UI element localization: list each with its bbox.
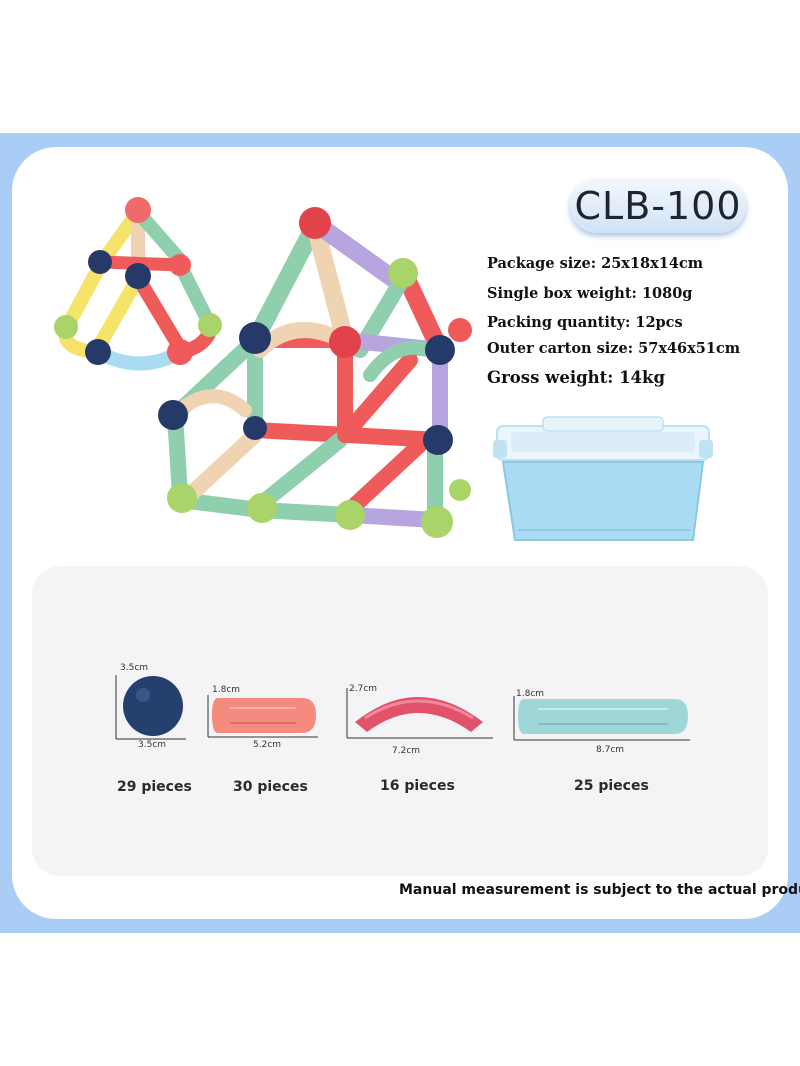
- long-stick-count: 25 pieces: [574, 778, 649, 794]
- curved-stick-piece-image: [346, 688, 493, 739]
- ball-count: 29 pieces: [117, 779, 192, 795]
- spec-packing-quantity: Packing quantity: 12pcs: [487, 314, 683, 331]
- long-stick-width-label: 8.7cm: [596, 745, 625, 755]
- ball-piece-image: [115, 675, 186, 740]
- pyramid-model-image: [54, 197, 222, 371]
- curved-stick-width-label: 7.2cm: [392, 746, 421, 756]
- spec-single-box-weight: Single box weight: 1080g: [487, 285, 693, 302]
- spec-gross-weight: Gross weight: 14kg: [487, 368, 666, 387]
- storage-box-image: [493, 416, 713, 541]
- model-number-badge: CLB-100: [570, 179, 746, 233]
- short-stick-piece-image: [207, 695, 318, 738]
- short-stick-height-label: 1.8cm: [212, 685, 241, 695]
- long-stick-height-label: 1.8cm: [516, 689, 545, 699]
- ball-width-label: 3.5cm: [138, 740, 167, 750]
- curved-stick-height-label: 2.7cm: [349, 684, 378, 694]
- long-stick-piece-image: [513, 696, 690, 741]
- spec-package-size: Package size: 25x18x14cm: [487, 255, 704, 272]
- house-model-image: [158, 207, 472, 538]
- curved-stick-count: 16 pieces: [380, 778, 455, 794]
- spec-outer-carton-size: Outer carton size: 57x46x51cm: [487, 340, 741, 357]
- short-stick-width-label: 5.2cm: [253, 740, 282, 750]
- ball-height-label: 3.5cm: [120, 663, 149, 673]
- measurement-disclaimer: Manual measurement is subject to the act…: [399, 882, 800, 898]
- short-stick-count: 30 pieces: [233, 779, 308, 795]
